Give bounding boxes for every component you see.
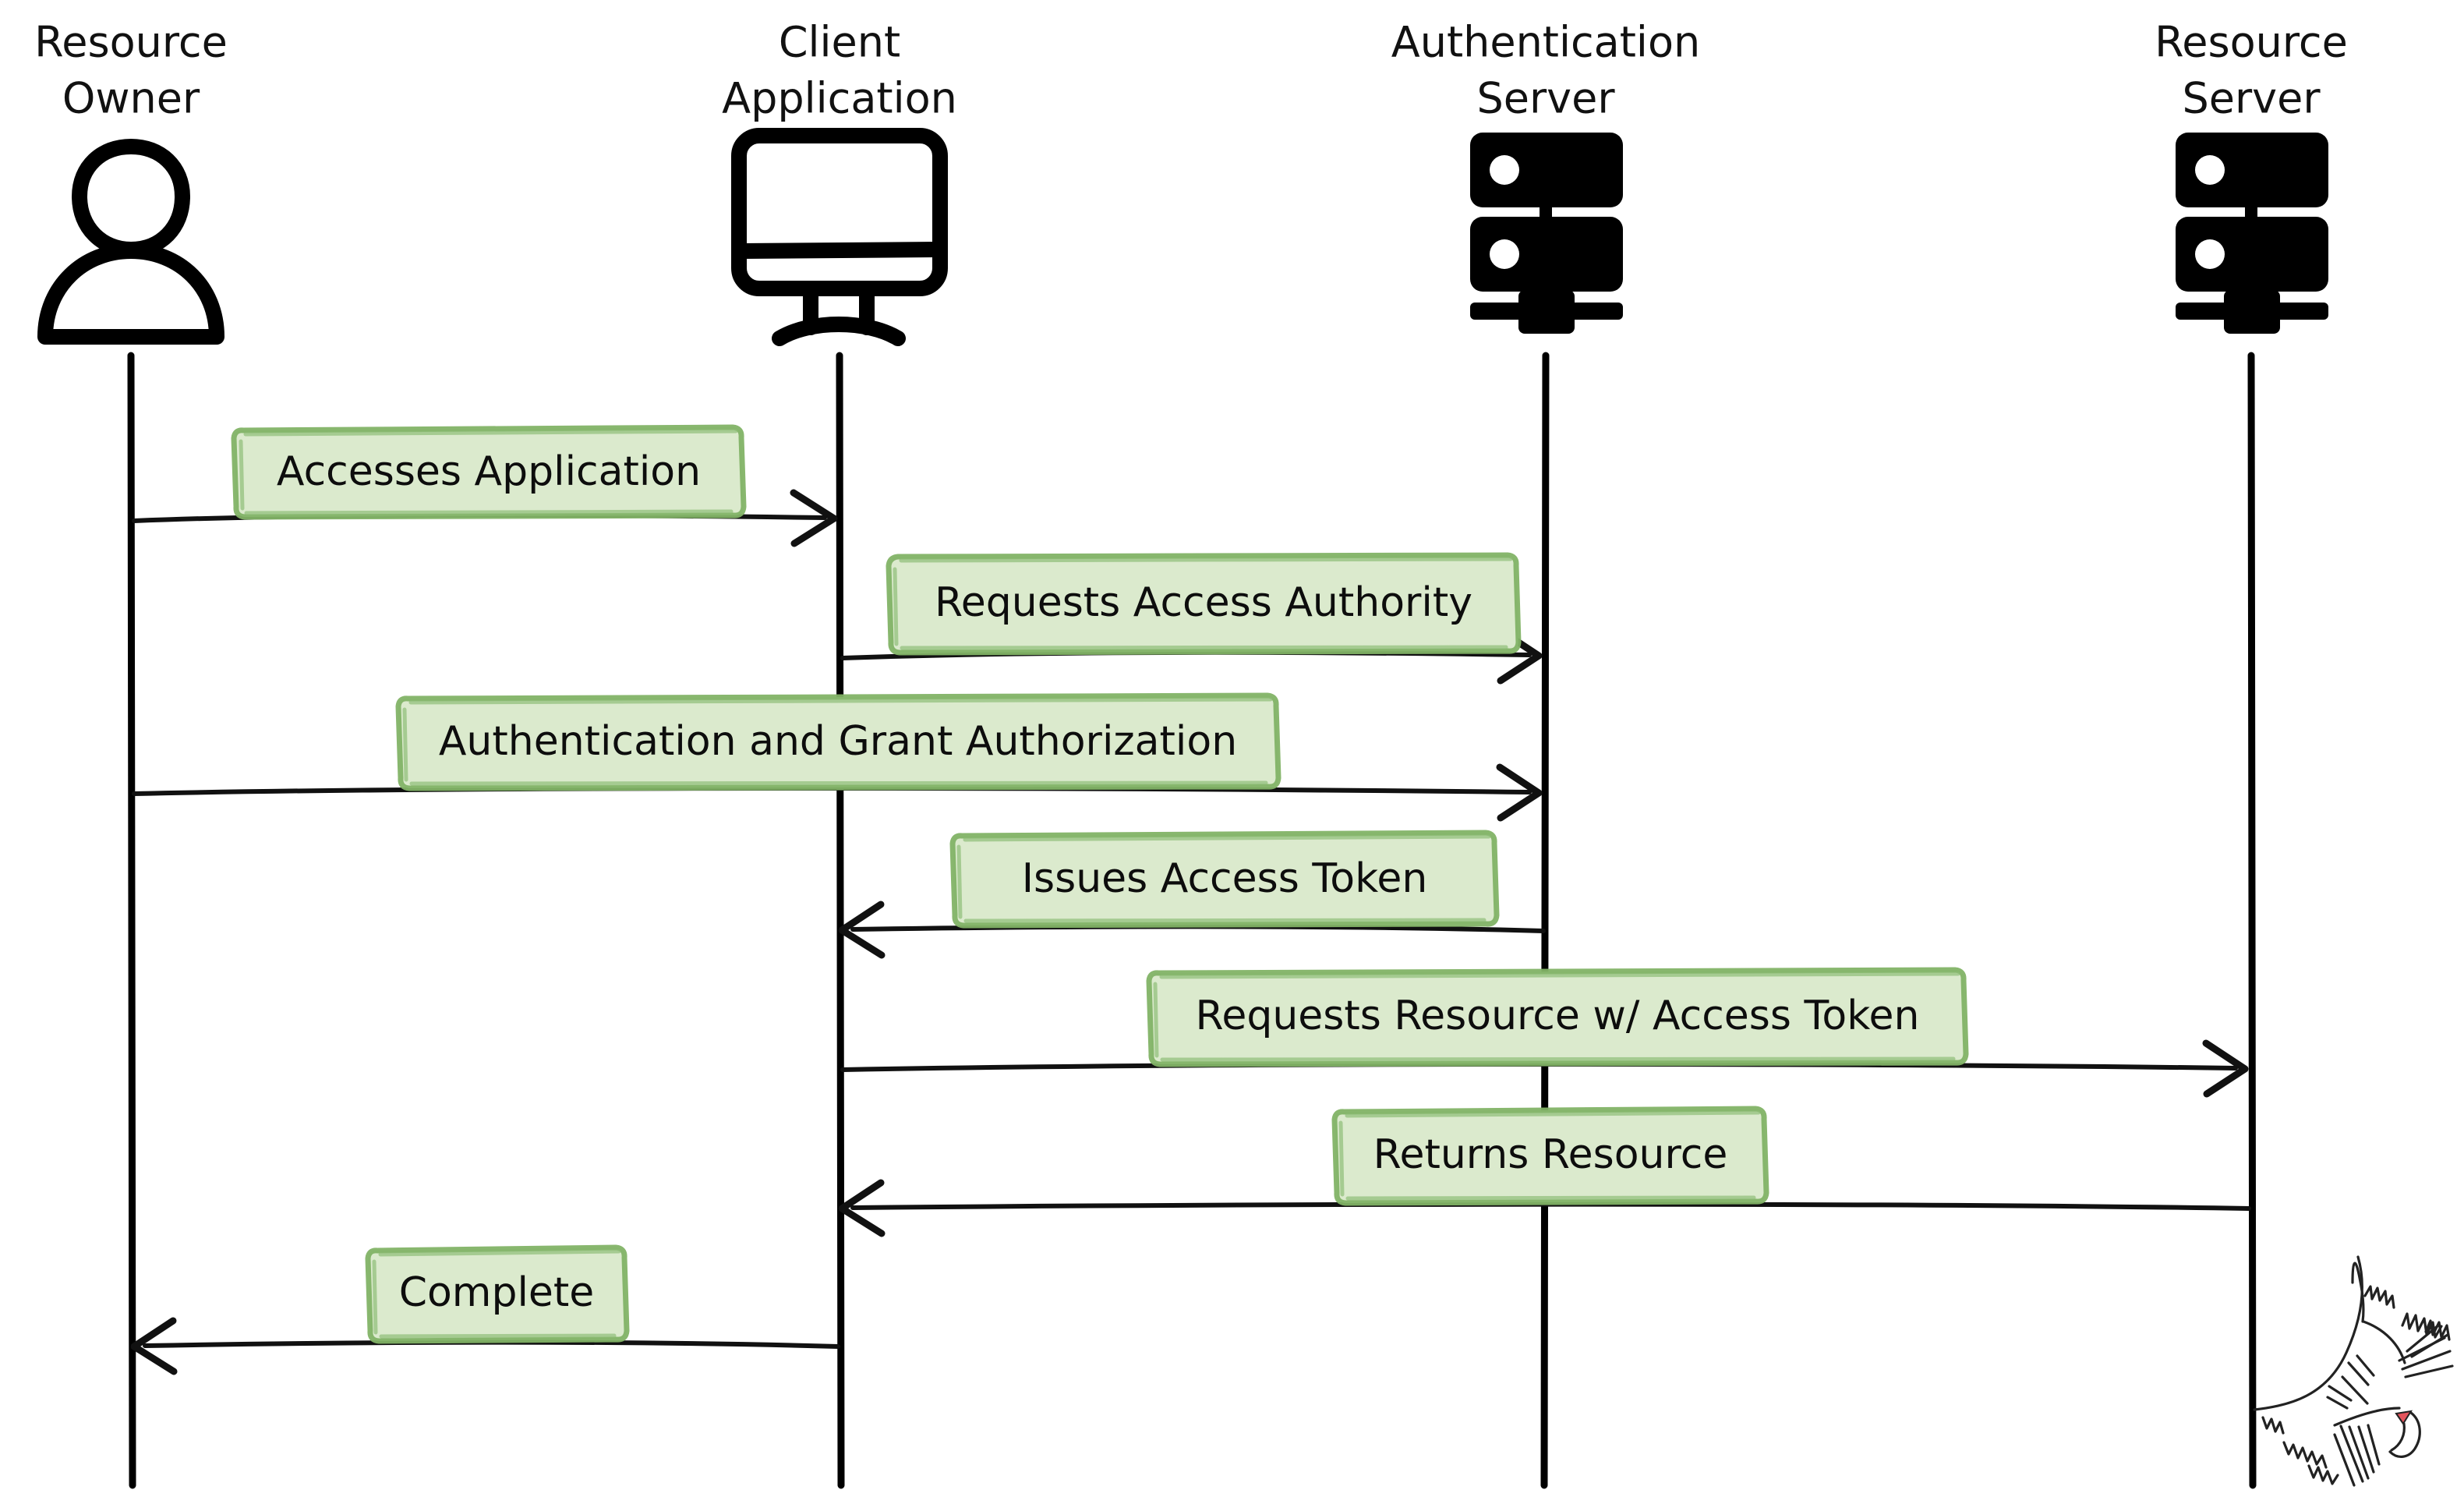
actor-title-line2: Server (1476, 74, 1615, 123)
message-label-box (365, 1244, 630, 1344)
monitor-icon (731, 128, 948, 346)
message-returns-resource[interactable]: Returns Resource (838, 1106, 2251, 1237)
message-label-box (1331, 1106, 1769, 1206)
message-label-box (395, 692, 1281, 791)
lifeline-resource-server (2247, 352, 2257, 1489)
message-label: Issues Access Token (1022, 855, 1428, 902)
message-complete[interactable]: Complete (130, 1244, 840, 1375)
actor-client-application[interactable]: Client Application (722, 18, 957, 346)
message-label: Authentication and Grant Authorization (439, 718, 1237, 765)
actor-authentication-server[interactable]: Authentication Server (1391, 18, 1700, 334)
person-icon (37, 139, 224, 345)
lifeline-client-application (836, 352, 845, 1489)
actor-title-line2: Application (722, 74, 957, 123)
message-label: Complete (399, 1269, 595, 1316)
lifelines (127, 352, 2257, 1489)
server-icon (1470, 133, 1623, 334)
cat-face-doodle (2253, 1255, 2454, 1487)
actor-title-line2: Server (2182, 74, 2321, 123)
actor-title-line1: Authentication (1391, 18, 1700, 67)
server-icon (2176, 133, 2328, 334)
message-issues-access-token[interactable]: Issues Access Token (838, 830, 1546, 959)
message-label-box (949, 830, 1500, 929)
message-label-box (231, 424, 747, 520)
actor-title-line1: Client (779, 18, 900, 67)
lifeline-resource-owner (127, 352, 136, 1489)
message-label-box (886, 552, 1522, 656)
message-label: Returns Resource (1373, 1131, 1728, 1178)
actor-title-line2: Owner (62, 74, 200, 123)
message-accesses-application[interactable]: Accesses Application (132, 424, 838, 547)
message-label: Requests Resource w/ Access Token (1196, 993, 1920, 1039)
lifeline-authentication-server (1540, 352, 1550, 1489)
actor-title-line1: Resource (34, 18, 228, 67)
message-label-box (1146, 967, 1969, 1067)
message-requests-resource-with-access-token[interactable]: Requests Resource w/ Access Token (840, 967, 2249, 1098)
message-authentication-and-grant-authorization[interactable]: Authentication and Grant Authorization (132, 692, 1543, 822)
actor-resource-server[interactable]: Resource Server (2155, 18, 2348, 334)
message-label: Accesses Application (277, 448, 701, 495)
message-requests-access-authority[interactable]: Requests Access Authority (840, 552, 1543, 685)
actor-resource-owner[interactable]: Resource Owner (34, 18, 228, 345)
message-label: Requests Access Authority (935, 579, 1472, 626)
actor-title-line1: Resource (2155, 18, 2348, 67)
